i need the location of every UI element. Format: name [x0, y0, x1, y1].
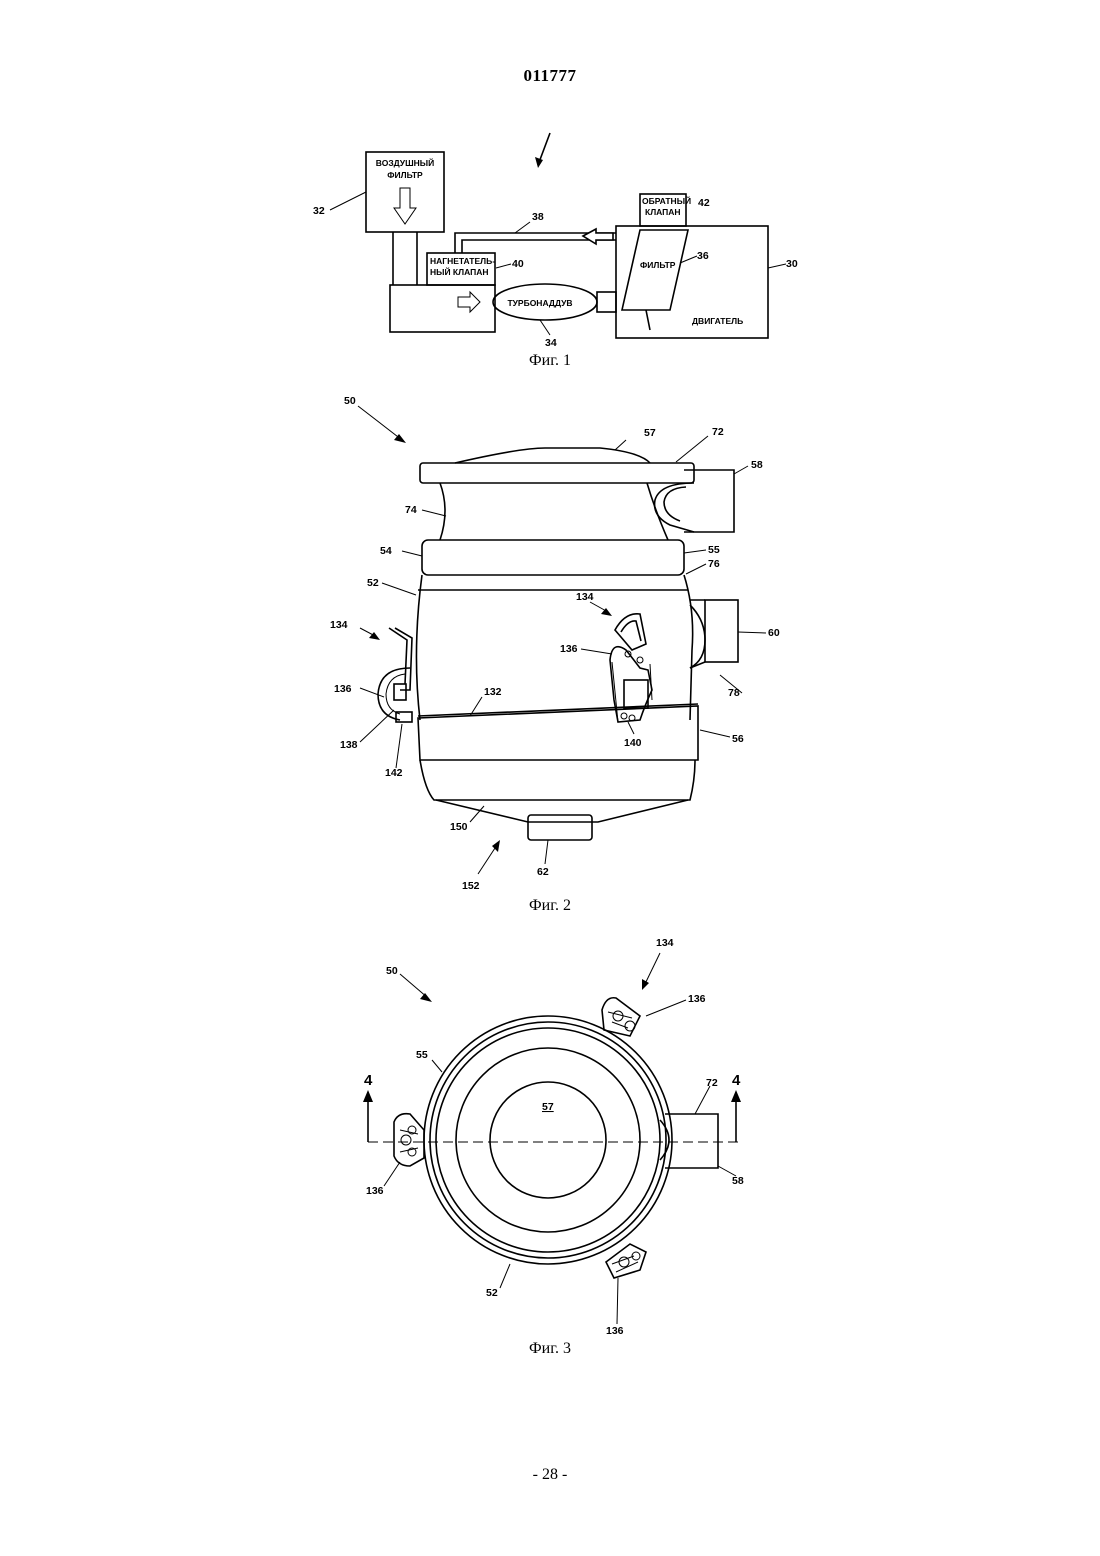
- ref-label: 55: [708, 544, 720, 556]
- ref-label: 136: [366, 1185, 384, 1197]
- check-valve-label-1: ОБРАТНЫЙ: [642, 195, 691, 206]
- ref-label: 62: [537, 866, 549, 878]
- ref-label: 136: [560, 643, 578, 655]
- ref-label: 40: [512, 258, 524, 270]
- ref-label: 150: [450, 821, 468, 833]
- ref-label: 56: [732, 733, 744, 745]
- ref-label: 134: [576, 591, 594, 603]
- ref-label: 52: [486, 1287, 498, 1299]
- ref-label: 54: [380, 545, 392, 557]
- ref-label: 138: [340, 739, 358, 751]
- ref-label: 57: [644, 427, 656, 439]
- ref-label: 55: [416, 1049, 428, 1061]
- figure-2-side-view: 50 57 72 58 74 54 55 76 52 134 134 60 13…: [0, 385, 1100, 895]
- figure-3-top-view: 50 134 136 55 4 4 72 57 136 58 52 136: [0, 930, 1100, 1340]
- figure-2-caption: Фиг. 2: [0, 897, 1100, 915]
- air-filter-label-1: ВОЗДУШНЫЙ: [376, 157, 434, 168]
- ref-label: 136: [688, 993, 706, 1005]
- ref-label: 58: [751, 459, 763, 471]
- ref-label: 132: [484, 686, 502, 698]
- ref-label: 152: [462, 880, 480, 892]
- ref-label: 76: [708, 558, 720, 570]
- turbo-label: ТУРБОНАДДУВ: [507, 298, 572, 308]
- engine-label: ДВИГАТЕЛЬ: [692, 316, 743, 326]
- figure-1-block-diagram: ВОЗДУШНЫЙ ФИЛЬТР НАГНЕТАТЕЛЬ- НЫЙ КЛАПАН…: [0, 0, 1100, 360]
- air-filter-label-2: ФИЛЬТР: [387, 170, 423, 180]
- ref-label: 142: [385, 767, 403, 779]
- ref-label: 50: [344, 395, 356, 407]
- clip-bottom: [606, 1244, 646, 1278]
- ref-label: 57: [542, 1101, 554, 1113]
- pressure-valve-label-2: НЫЙ КЛАПАН: [430, 266, 489, 277]
- ref-label: 72: [706, 1077, 718, 1089]
- ref-label: 136: [606, 1325, 624, 1337]
- section-mark: 4: [364, 1072, 373, 1089]
- check-valve-label-2: КЛАПАН: [645, 207, 681, 217]
- figure-1-caption: Фиг. 1: [0, 352, 1100, 370]
- ref-label: 36: [697, 250, 709, 262]
- ref-label: 50: [386, 965, 398, 977]
- ref-label: 58: [732, 1175, 744, 1187]
- intake-housing-box: [390, 285, 495, 332]
- clip-top: [602, 998, 640, 1036]
- ref-label: 60: [768, 627, 780, 639]
- filter-label: ФИЛЬТР: [640, 260, 676, 270]
- figure-3-caption: Фиг. 3: [0, 1340, 1100, 1358]
- clip-left: [394, 1114, 424, 1166]
- ref-label: 136: [334, 683, 352, 695]
- left-arrow-icon: [583, 229, 613, 244]
- ref-label: 42: [698, 197, 710, 209]
- ref-label: 30: [786, 258, 798, 270]
- ref-label: 72: [712, 426, 724, 438]
- ref-label: 140: [624, 737, 642, 749]
- section-mark: 4: [732, 1072, 741, 1089]
- ref-label: 134: [656, 937, 674, 949]
- ref-label: 134: [330, 619, 348, 631]
- ref-label: 32: [313, 205, 325, 217]
- page-footer: - 28 -: [0, 1466, 1100, 1484]
- ref-label: 34: [545, 337, 557, 349]
- down-arrow-icon: [394, 188, 416, 224]
- ref-label: 78: [728, 687, 740, 699]
- ref-label: 38: [532, 211, 544, 223]
- pressure-valve-label-1: НАГНЕТАТЕЛЬ-: [430, 256, 495, 266]
- ref-label: 52: [367, 577, 379, 589]
- ref-label: 74: [405, 504, 417, 516]
- filter-element: [622, 230, 688, 310]
- right-arrow-icon: [458, 292, 480, 312]
